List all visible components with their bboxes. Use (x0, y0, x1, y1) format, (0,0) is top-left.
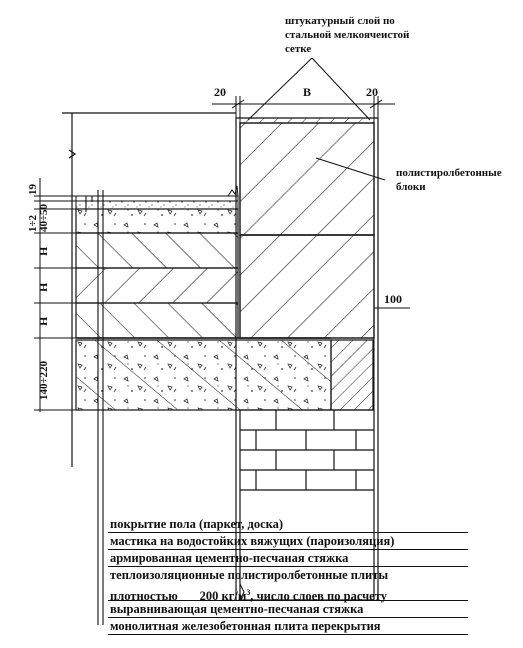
dim-label-19: 19 (27, 184, 39, 196)
blocks-leader (315, 157, 386, 181)
legend-row-density: плотностью 200 кг/м3, число слоев по рас… (108, 584, 468, 604)
legend-row-mastic: мастика на водостойких вяжущих (пароизол… (108, 533, 468, 550)
wall-blocks (235, 117, 379, 600)
legend-row-slab: монолитная железобетонная плита перекрыт… (108, 618, 468, 635)
dim-label-1-2: 1÷2 (27, 214, 39, 232)
dim-label-H1: H (36, 246, 50, 256)
dim-label-40-50: 40÷50 (38, 203, 50, 232)
dim-label-H3: H (36, 316, 50, 326)
left-frame (62, 112, 236, 467)
dim-label-H2: H (36, 282, 50, 292)
legend-row-floor-covering: покрытие пола (паркет, доска) (108, 516, 468, 533)
legend-leaders (85, 190, 104, 625)
plaster-break (227, 185, 239, 197)
legend: покрытие пола (паркет, доска) мастика на… (108, 516, 468, 635)
plaster-callout (247, 57, 371, 121)
density-value: 200 кг/м (199, 589, 247, 604)
blocks-label-line2: блоки (396, 181, 426, 193)
dim-label-140-220: 140÷220 (38, 360, 50, 400)
legend-row-insulation: теплоизоляционные полистиролбетонные пли… (110, 568, 389, 582)
density-layers-note: , число слоев по расчету (250, 589, 387, 604)
dim-label-B: В (303, 85, 311, 99)
legend-row-reinforced-screed: армированная цементно-песчаная стяжка (108, 550, 468, 567)
plaster-label-line2: стальной мелкоячеистой (285, 29, 410, 41)
dim-label-left-20: 20 (214, 85, 226, 99)
plaster-label-line3: сетке (285, 43, 311, 55)
dim-label-100: 100 (384, 292, 402, 306)
plaster-label-line1: штукатурный слой по (285, 15, 395, 27)
left-dimension-labels: 1÷2 19 40÷50 H H H 140÷220 (27, 184, 50, 401)
blocks-label-line1: полистиролбетонные (396, 167, 502, 179)
density-label: плотностью (110, 589, 178, 604)
dim-label-right-20: 20 (366, 85, 378, 99)
density-unit-exponent: 3 (246, 588, 251, 597)
left-dimension-chain (34, 178, 76, 412)
top-dimension-chain (212, 96, 395, 118)
legend-row-levelling-screed: выравнивающая цементно-песчаная стяжка (108, 601, 468, 618)
dim-100-group (373, 300, 410, 316)
